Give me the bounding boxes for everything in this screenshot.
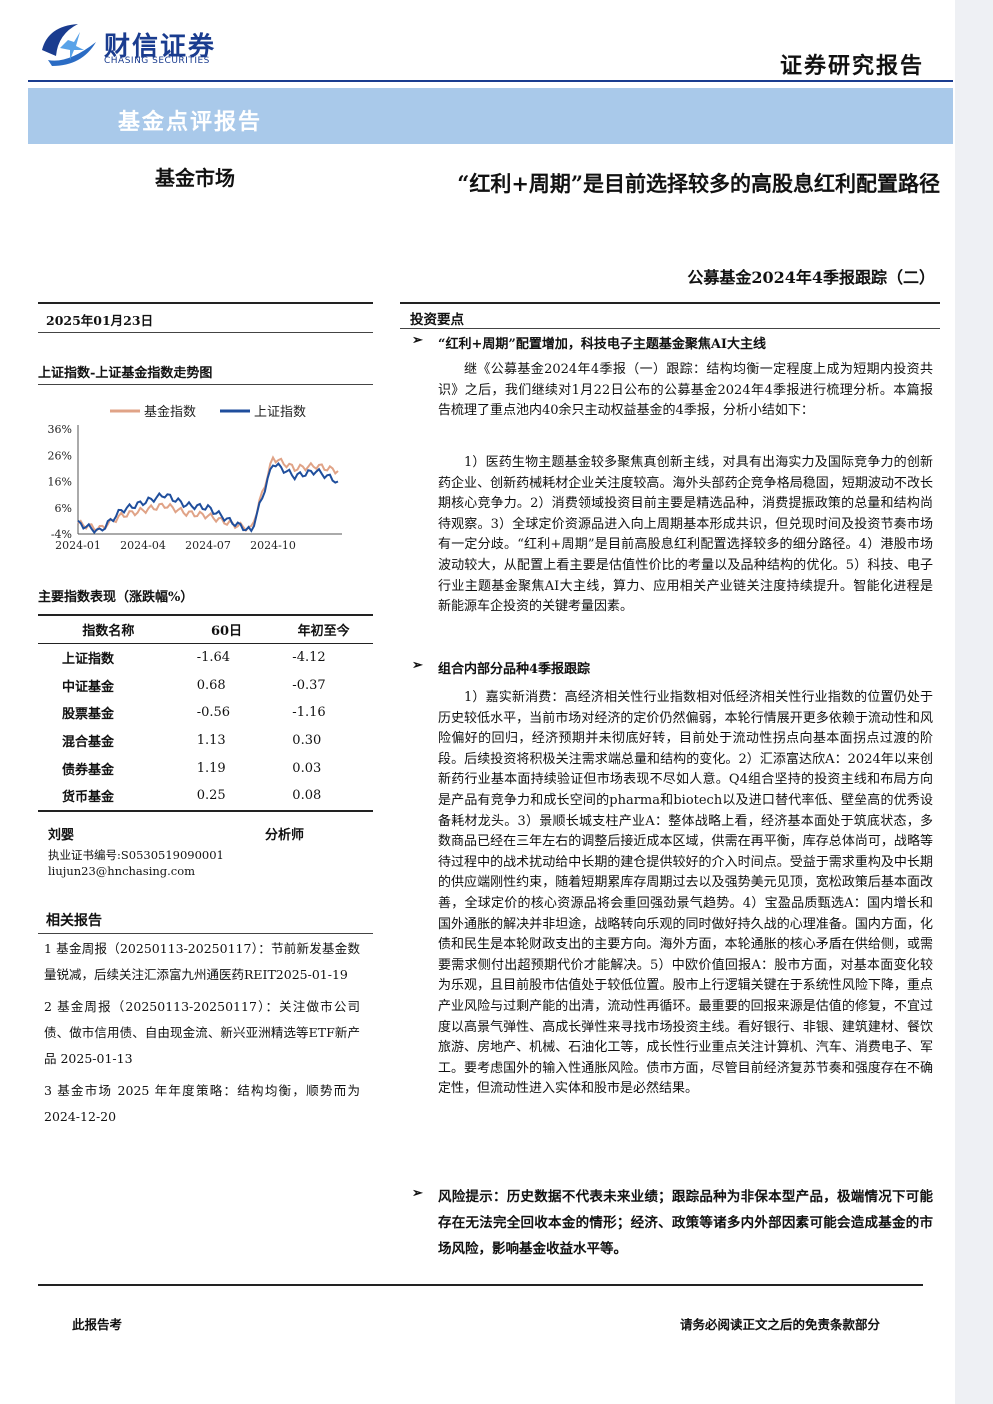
table-row: 混合基金 1.13 0.30 bbox=[38, 727, 373, 755]
y-tick-label: -4% bbox=[51, 528, 72, 541]
report-type-label: 证券研究报告 bbox=[780, 53, 925, 79]
index-name: 上证指数 bbox=[62, 652, 115, 668]
sector-label: 基金市场 bbox=[155, 166, 235, 190]
index-trend-chart: 基金指数 上证指数 36% 26% 16% 6% -4%2024-01 2024-04 202… bbox=[48, 404, 342, 552]
risk-warning: 风险提示：历史数据不代表未来业绩；跟踪品种为非保本型产品，极端情况下可能存在无法… bbox=[438, 1189, 933, 1257]
chart-title-rule bbox=[38, 384, 373, 385]
related-reports-list: 1 基金周报（20250113-20250117）：节前新发基金数量锐减，后续关… bbox=[44, 936, 360, 1130]
change-ytd: -1.16 bbox=[292, 705, 326, 721]
perf-table-title: 主要指数表现（涨跌幅%） bbox=[38, 590, 194, 605]
index-name: 货币基金 bbox=[62, 790, 115, 806]
table-header: 指数名称 bbox=[38, 614, 179, 644]
x-tick-label: 2024-01 bbox=[55, 539, 101, 552]
header-divider bbox=[28, 80, 953, 82]
invest-points-title: 投资要点 bbox=[410, 312, 464, 328]
report-category: 基金点评报告 bbox=[118, 109, 263, 135]
y-tick-label: 36% bbox=[48, 423, 72, 436]
table-row: 货币基金 0.25 0.08 bbox=[38, 782, 373, 811]
related-report-item[interactable]: 2 基金周报（20250113-20250117）：关注做市公司债、做市信用债、… bbox=[44, 999, 360, 1066]
bullet-arrow-icon: ➢ bbox=[412, 333, 423, 348]
table-header-row: 指数名称 60日 年初至今 bbox=[38, 614, 373, 644]
change-60d: 0.68 bbox=[196, 677, 226, 693]
intro-paragraph: 继《公募基金2024年4季报（一）跟踪：结构均衡一定程度上成为短期内投资共识》之… bbox=[438, 362, 933, 419]
table-header: 60日 bbox=[178, 614, 275, 644]
index-name: 中证基金 bbox=[62, 679, 115, 695]
change-60d: -1.64 bbox=[196, 650, 231, 666]
footer-left: 此报告考 bbox=[72, 1317, 123, 1332]
change-ytd: 0.03 bbox=[292, 760, 322, 776]
table-row: 上证指数 -1.64 -4.12 bbox=[38, 644, 373, 672]
y-tick-label: 6% bbox=[55, 502, 72, 515]
change-ytd: -0.37 bbox=[292, 677, 326, 693]
section-heading: “红利+周期”配置增加，科技电子主题基金聚焦AI大主线 bbox=[438, 337, 767, 352]
y-tick-label: 16% bbox=[48, 476, 72, 489]
series-line bbox=[77, 461, 339, 535]
index-performance-table: 指数名称 60日 年初至今 上证指数 -1.64 -4.12 中证基金 0.68 -0.… bbox=[38, 614, 373, 812]
company-name: 财信证券 bbox=[104, 32, 217, 62]
chart-title: 上证指数-上证基金指数走势图 bbox=[38, 366, 213, 381]
change-60d: 1.13 bbox=[196, 733, 226, 749]
change-60d: -0.56 bbox=[196, 705, 231, 721]
bullet-arrow-icon: ➢ bbox=[412, 1186, 423, 1201]
header-band bbox=[28, 88, 953, 144]
related-reports-title: 相关报告 bbox=[46, 913, 102, 929]
series-line bbox=[77, 455, 339, 533]
report-title: “红利+周期”是目前选择较多的高股息红利配置路径 bbox=[457, 171, 940, 196]
bullet-arrow-icon: ➢ bbox=[412, 658, 423, 673]
table-row: 债券基金 1.19 0.03 bbox=[38, 754, 373, 782]
change-60d: 0.25 bbox=[196, 788, 226, 804]
x-tick-label: 2024-04 bbox=[120, 539, 166, 552]
change-ytd: 0.08 bbox=[292, 788, 322, 804]
summary-paragraph: 1）医药生物主题基金较多聚焦真创新主线，对具有出海实力及国际竞争力的创新药企业、… bbox=[438, 455, 933, 615]
table-row: 股票基金 -0.56 -1.16 bbox=[38, 699, 373, 727]
sidebar-rule bbox=[38, 332, 373, 333]
legend-label: 基金指数 bbox=[144, 404, 196, 420]
change-ytd: 0.30 bbox=[292, 733, 322, 749]
report-subtitle: 公募基金2024年4季报跟踪（二） bbox=[687, 268, 935, 287]
footer-disclaimer: 请务必阅读正文之后的免责条款部分 bbox=[680, 1317, 881, 1332]
y-tick-label: 26% bbox=[48, 449, 72, 462]
company-logo-icon bbox=[42, 24, 96, 66]
index-name: 债券基金 bbox=[62, 762, 115, 778]
related-report-item[interactable]: 3 基金市场 2025 年年度策略：结构均衡，顺势而为 2024-12-20 bbox=[44, 1083, 360, 1124]
index-name: 混合基金 bbox=[62, 735, 115, 751]
related-rule bbox=[38, 933, 373, 934]
table-row: 中证基金 0.68 -0.37 bbox=[38, 672, 373, 700]
report-date: 2025年01月23日 bbox=[46, 313, 154, 328]
company-name-en: CHASING SECURITIES bbox=[104, 56, 210, 66]
section-heading: 组合内部分品种4季报跟踪 bbox=[438, 662, 591, 677]
index-name: 股票基金 bbox=[62, 707, 115, 723]
x-tick-label: 2024-10 bbox=[250, 539, 296, 552]
related-report-item[interactable]: 1 基金周报（20250113-20250117）：节前新发基金数量锐减，后续关… bbox=[44, 941, 360, 982]
tracking-paragraph: 1）嘉实新消费：高经济相关性行业指数相对低经济相关性行业指数的位置仍处于历史较低… bbox=[438, 690, 933, 1097]
footer-rule bbox=[38, 1284, 923, 1286]
change-60d: 1.19 bbox=[196, 760, 226, 776]
main-top-rule bbox=[400, 302, 940, 304]
main-rule bbox=[400, 328, 940, 329]
sidebar-top-rule bbox=[38, 302, 373, 304]
page-margin-strip bbox=[955, 0, 993, 1404]
analyst-email[interactable]: liujun23@hnchasing.com bbox=[48, 864, 196, 878]
table-header: 年初至今 bbox=[274, 614, 373, 644]
x-tick-label: 2024-07 bbox=[185, 539, 231, 552]
change-ytd: -4.12 bbox=[292, 650, 326, 666]
analyst-cert: 执业证书编号:S0530519090001 bbox=[48, 848, 224, 862]
legend-label: 上证指数 bbox=[254, 405, 306, 420]
analyst-name: 刘婴 bbox=[48, 828, 75, 843]
analyst-role: 分析师 bbox=[265, 828, 305, 843]
